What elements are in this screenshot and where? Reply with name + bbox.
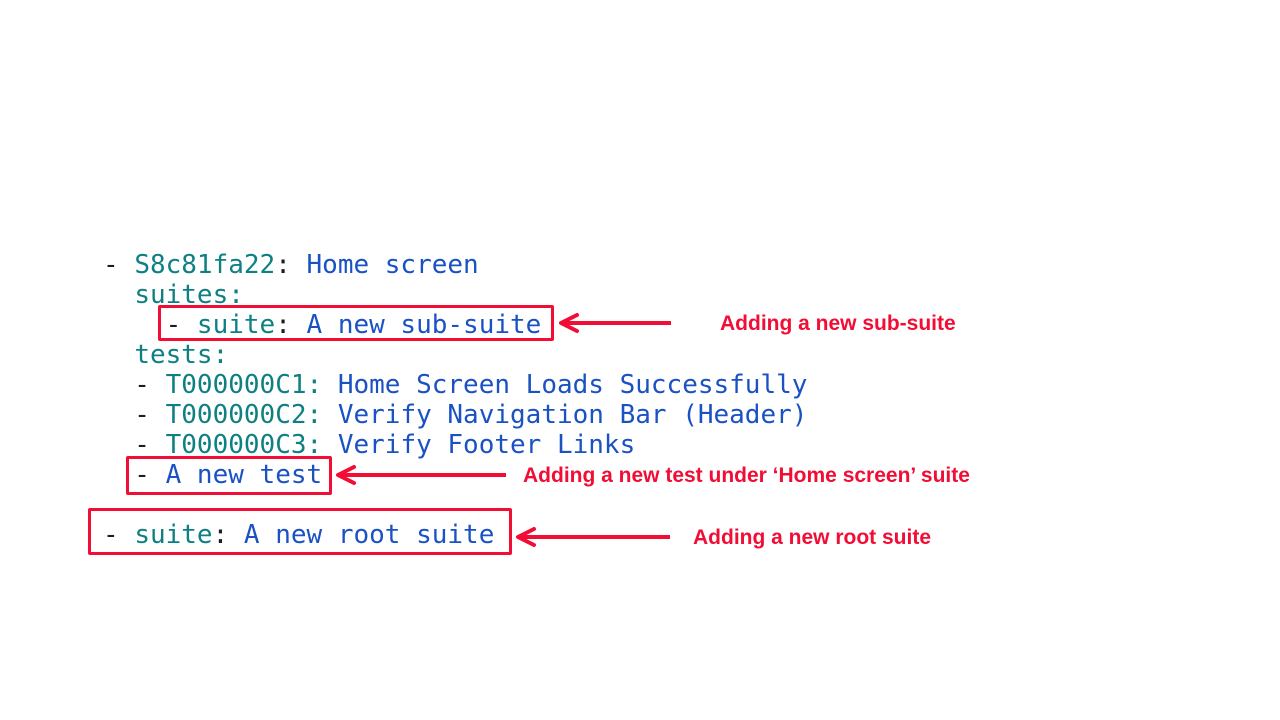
- code-token-plain: -: [103, 460, 166, 490]
- code-token-plain: :: [275, 250, 291, 280]
- code-token-plain: -: [103, 370, 166, 400]
- code-token-value: Verify Footer Links: [322, 430, 636, 460]
- code-token-plain: -: [103, 250, 135, 280]
- code-line: tests:: [103, 340, 807, 370]
- code-token-value: Home screen: [290, 250, 479, 280]
- code-token-key: T000000C2:: [165, 400, 323, 430]
- code-token-plain: -: [103, 520, 135, 550]
- code-line: - T000000C3: Verify Footer Links: [103, 430, 807, 460]
- code-token-value: A new root suite: [228, 520, 495, 550]
- code-token-value: Home Screen Loads Successfully: [322, 370, 808, 400]
- annotation-new-test: Adding a new test under ‘Home screen’ su…: [523, 464, 970, 487]
- code-token-plain: [103, 340, 134, 370]
- code-line: - T000000C1: Home Screen Loads Successfu…: [103, 370, 807, 400]
- arrow-new-test: [336, 465, 506, 485]
- code-token-value: Verify Navigation Bar (Header): [322, 400, 808, 430]
- arrow-root-suite: [516, 527, 670, 547]
- code-line: - T000000C2: Verify Navigation Bar (Head…: [103, 400, 807, 430]
- code-line: - suite: A new sub-suite: [103, 310, 807, 340]
- code-token-key: tests:: [134, 340, 229, 370]
- code-token-value: A new test: [165, 460, 323, 490]
- code-token-value: A new sub-suite: [290, 310, 542, 340]
- code-line: - A new test: [103, 460, 807, 490]
- code-token-plain: -: [103, 400, 166, 430]
- code-token-plain: -: [103, 310, 197, 340]
- code-token-key: T000000C1:: [165, 370, 323, 400]
- code-token-key: suite: [134, 520, 213, 550]
- code-token-key: S8c81fa22: [134, 250, 276, 280]
- code-token-key: suite: [196, 310, 276, 340]
- code-token-plain: [103, 280, 134, 310]
- highlight-box-new-test: [126, 456, 332, 495]
- annotation-root-suite: Adding a new root suite: [693, 526, 932, 549]
- code-line: - suite: A new root suite: [103, 520, 807, 550]
- yaml-code: - S8c81fa22: Home screen suites: - suite…: [103, 250, 807, 550]
- highlight-box-root-suite: [88, 508, 512, 555]
- code-token-plain: :: [275, 310, 291, 340]
- annotation-sub-suite: Adding a new sub-suite: [720, 312, 956, 335]
- code-token-plain: -: [103, 430, 166, 460]
- arrow-sub-suite: [559, 313, 671, 333]
- code-token-plain: :: [212, 520, 229, 550]
- code-token-key: T000000C3:: [165, 430, 323, 460]
- highlight-box-sub-suite: [158, 305, 554, 341]
- code-line: - S8c81fa22: Home screen: [103, 250, 807, 280]
